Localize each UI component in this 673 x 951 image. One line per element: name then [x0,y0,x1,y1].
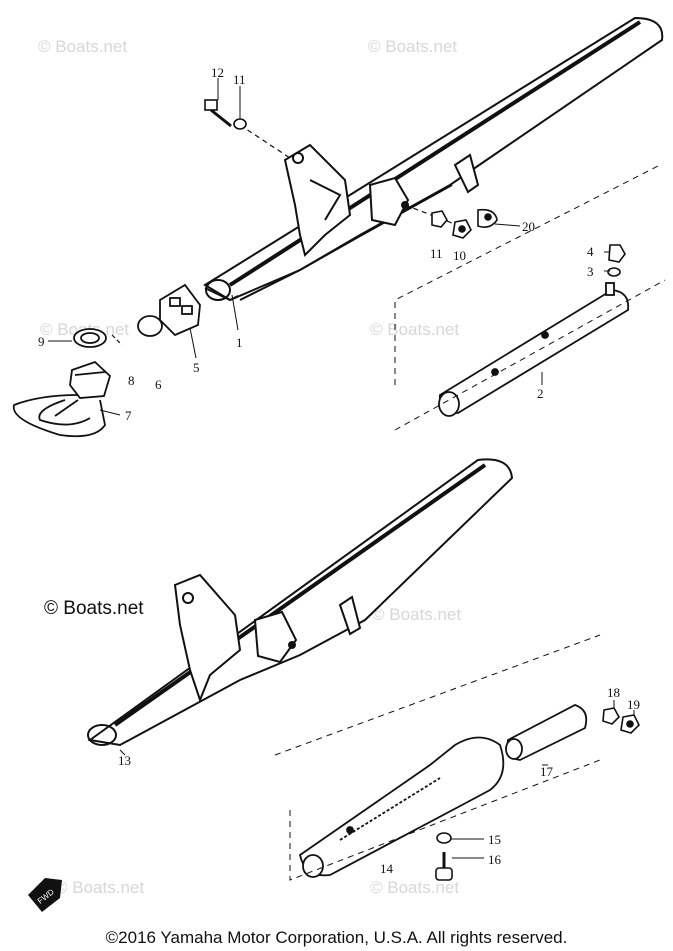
callout-1: 1 [236,335,243,350]
callout-leaders [48,78,635,859]
lower-muffler-assembly [87,458,514,747]
callout-labels: 1 2 3 4 5 6 7 8 9 10 11 12 13 14 15 16 1… [38,65,640,876]
callout-4: 4 [587,244,594,259]
callout-17: 17 [540,764,554,779]
front-arrow-icon: FWD [28,878,62,912]
callout-5: 5 [193,360,200,375]
tail-pipe-14 [298,736,505,878]
washer-11-top [233,118,247,130]
callout-19: 19 [627,697,640,712]
callout-3: 3 [587,264,594,279]
upper-muffler-assembly [203,16,664,302]
guide-lines-lower [274,634,601,881]
callout-12: 12 [211,65,224,80]
nut-group-upper [431,208,498,239]
callout-16: 16 [488,852,502,867]
nut-4-washer-3 [607,244,626,277]
joint-parts-group [12,283,201,438]
callout-13: 13 [118,753,131,768]
callout-8: 8 [128,373,135,388]
callout-9: 9 [38,334,45,349]
guide-lines-upper [394,164,666,431]
callout-7: 7 [125,408,132,423]
watermark: © Boats.net [38,37,127,56]
bolt-16-washer-15 [435,832,453,881]
callout-18: 18 [607,685,620,700]
callout-10: 10 [453,248,466,263]
watermark: © Boats.net [372,605,461,624]
nuts-18-19 [602,707,640,734]
callout-14: 14 [380,861,394,876]
watermark: © Boats.net [370,320,459,339]
bolt-12 [204,99,232,128]
callout-2: 2 [537,386,544,401]
callout-20: 20 [522,219,535,234]
callout-11-lower: 11 [430,246,443,261]
watermark: © Boats.net [55,878,144,897]
watermark: © Boats.net [44,598,144,619]
copyright-notice: ©2016 Yamaha Motor Corporation, U.S.A. A… [105,928,568,947]
callout-15: 15 [488,832,501,847]
watermark: © Boats.net [370,878,459,897]
pipe-17 [505,704,588,761]
callout-6: 6 [155,377,162,392]
watermark: © Boats.net [368,37,457,56]
callout-11-top: 11 [233,72,246,87]
center-pipe-2 [438,282,630,417]
